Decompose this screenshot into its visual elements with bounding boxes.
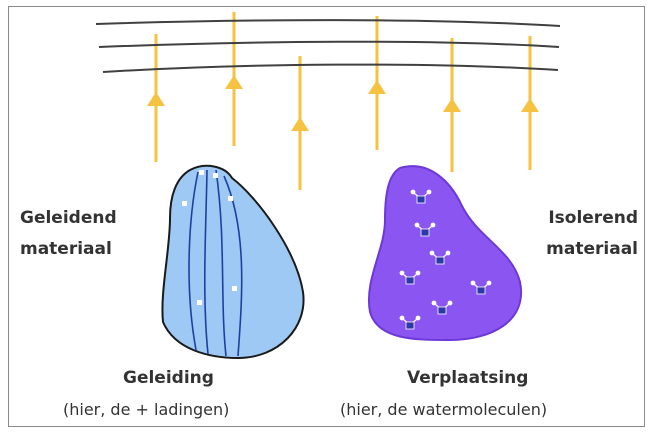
field-line-1 xyxy=(96,20,560,26)
positive-charge xyxy=(228,196,233,201)
field-arrow-6 xyxy=(521,36,539,170)
field-arrow-5 xyxy=(443,38,461,172)
insulating-material-label: Isolerend materiaal xyxy=(520,203,638,265)
conducting-material-line-1: Geleidend xyxy=(20,203,117,234)
positive-charge xyxy=(232,286,237,291)
field-line-2 xyxy=(99,42,559,47)
field-lines xyxy=(96,20,560,72)
field-arrow-2 xyxy=(225,12,243,146)
displacement-subtitle: (hier, de watermoleculen) xyxy=(340,400,547,419)
displacement-title: Verplaatsing xyxy=(407,366,528,390)
positive-charge xyxy=(182,201,187,206)
conductor-blob xyxy=(162,166,303,358)
field-arrow-1 xyxy=(147,34,165,162)
positive-charge xyxy=(213,173,218,178)
conducting-material-label: Geleidend materiaal xyxy=(20,203,117,265)
positive-charge xyxy=(199,170,204,175)
field-arrow-4 xyxy=(368,16,386,150)
field-line-3 xyxy=(103,65,558,72)
conducting-material-line-2: materiaal xyxy=(20,234,117,265)
field-arrow-3 xyxy=(291,56,309,190)
positive-charge xyxy=(197,300,202,305)
conduction-subtitle: (hier, de + ladingen) xyxy=(63,400,229,419)
insulating-material-line-1: Isolerend xyxy=(520,203,638,234)
field-arrows xyxy=(147,12,539,190)
conduction-title: Geleiding xyxy=(123,366,214,390)
insulating-material-line-2: materiaal xyxy=(520,234,638,265)
